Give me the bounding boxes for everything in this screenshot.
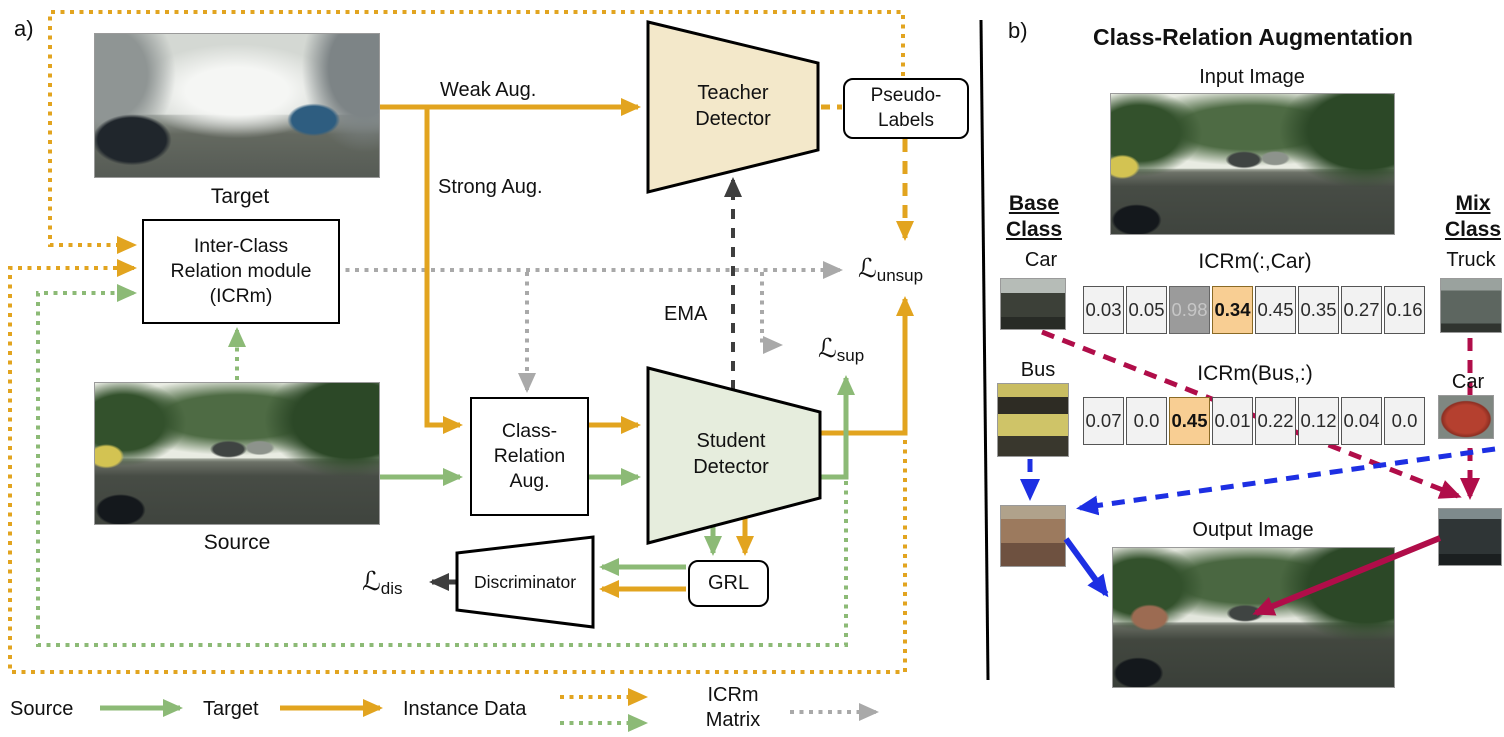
car-left-label: Car <box>1024 249 1058 271</box>
row2-title: ICRm(Bus,:) <box>1197 362 1313 385</box>
icrm-row1: 0.03 0.05 0.98 0.34 0.45 0.35 0.27 0.16 <box>1083 286 1427 334</box>
loss-dis-symbol: ℒ <box>362 567 381 597</box>
row1-title: ICRm(:,Car) <box>1198 250 1312 273</box>
pseudo-line2: Labels <box>878 109 934 131</box>
row1-cell-7: 0.16 <box>1384 286 1425 334</box>
input-image-caption: Input Image <box>1199 66 1305 88</box>
base-class-label: Base Class <box>1006 191 1062 244</box>
base-class-line2: Class <box>1005 218 1063 242</box>
car-right-label: Car <box>1451 371 1485 393</box>
bus-left-image <box>997 383 1069 457</box>
teacher-detector-label: Teacher Detector <box>695 80 771 132</box>
row2-cell-5: 0.12 <box>1298 397 1339 445</box>
source-caption: Source <box>203 531 271 554</box>
cra-line2: Relation <box>493 445 566 468</box>
row1-cell-5: 0.35 <box>1298 286 1339 334</box>
strong-aug-label: Strong Aug. <box>438 176 543 198</box>
loss-sup-subscript: sup <box>836 346 865 365</box>
legend-icrm-line2: Matrix <box>705 709 761 731</box>
grl-box: GRL <box>688 560 769 607</box>
mix-class-line1: Mix <box>1455 192 1491 215</box>
row2-cell-1: 0.0 <box>1126 397 1167 445</box>
icrm-row2: 0.07 0.0 0.45 0.01 0.22 0.12 0.04 0.0 <box>1083 397 1427 445</box>
target-image <box>94 33 380 178</box>
dark-car-patch-image <box>1438 508 1502 566</box>
row2-cell-0: 0.07 <box>1083 397 1124 445</box>
bus-left-label: Bus <box>1020 359 1056 381</box>
panel-b-title: Class-Relation Augmentation <box>1093 24 1413 50</box>
loss-sup: ℒsup <box>818 334 864 366</box>
loss-unsup: ℒunsup <box>858 254 923 286</box>
row1-cell-1: 0.05 <box>1126 286 1167 334</box>
panel-b-label: b) <box>1008 18 1028 43</box>
loss-dis-subscript: dis <box>380 579 403 598</box>
legend-icrm-line1: ICRm <box>707 684 759 706</box>
cra-line1: Class- <box>501 420 558 443</box>
class-relation-aug-box: Class- Relation Aug. <box>470 397 589 516</box>
student-line1: Student <box>696 430 766 452</box>
row2-cell-4: 0.22 <box>1255 397 1296 445</box>
input-image <box>1110 93 1395 235</box>
truck-right-image <box>1440 278 1502 333</box>
pseudo-line1: Pseudo- <box>870 85 942 107</box>
student-line2: Detector <box>693 456 769 478</box>
loss-unsup-symbol: ℒ <box>858 254 877 284</box>
teacher-line2: Detector <box>695 108 771 130</box>
row1-cell-2: 0.98 <box>1169 286 1210 334</box>
discriminator-label: Discriminator <box>473 572 577 592</box>
output-image-caption: Output Image <box>1192 519 1314 541</box>
grl-label: GRL <box>707 571 750 594</box>
loss-unsup-subscript: unsup <box>876 266 924 285</box>
panel-a-label: a) <box>14 16 34 41</box>
row2-cell-6: 0.04 <box>1341 397 1382 445</box>
legend-instance-label: Instance Data <box>403 698 527 720</box>
car-right-image <box>1438 395 1494 439</box>
pseudo-labels-box: Pseudo- Labels <box>843 78 969 139</box>
icrm-module-box: Inter-Class Relation module (ICRm) <box>142 219 340 324</box>
mix-class-label: Mix Class <box>1445 191 1501 244</box>
weak-aug-label: Weak Aug. <box>440 79 537 101</box>
mix-class-line2: Class <box>1444 218 1502 242</box>
row1-cell-3: 0.34 <box>1212 286 1253 334</box>
icrm-line1: Inter-Class <box>193 235 289 258</box>
legend-target-label: Target <box>203 698 259 720</box>
ema-label: EMA <box>664 303 708 325</box>
icrm-line2: Relation module <box>170 260 312 283</box>
output-image <box>1112 547 1395 688</box>
truck-right-label: Truck <box>1446 249 1496 271</box>
cra-line3: Aug. <box>509 469 550 492</box>
loss-sup-symbol: ℒ <box>818 334 837 364</box>
row1-cell-0: 0.03 <box>1083 286 1124 334</box>
icrm-line3: (ICRm) <box>209 284 273 307</box>
row2-cell-2: 0.45 <box>1169 397 1210 445</box>
source-image <box>94 382 380 525</box>
legend-source-label: Source <box>10 698 74 720</box>
car-left-image <box>1000 278 1066 330</box>
row2-cell-7: 0.0 <box>1384 397 1425 445</box>
teacher-line1: Teacher <box>697 82 769 104</box>
loss-dis: ℒdis <box>362 567 402 599</box>
student-detector-label: Student Detector <box>693 428 769 480</box>
row2-cell-3: 0.01 <box>1212 397 1253 445</box>
base-class-line1: Base <box>1008 192 1060 215</box>
row1-cell-6: 0.27 <box>1341 286 1382 334</box>
legend-icrm-matrix-label: ICRm Matrix <box>706 683 760 733</box>
bus-patch-image <box>1000 505 1066 567</box>
row1-cell-4: 0.45 <box>1255 286 1296 334</box>
target-caption: Target <box>210 185 270 208</box>
